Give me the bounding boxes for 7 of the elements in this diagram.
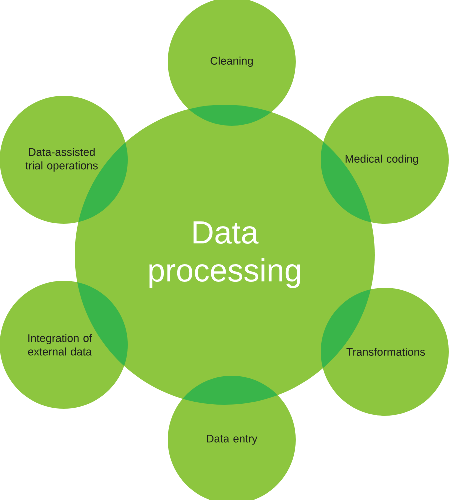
node-label: Data processing — [150, 222, 300, 288]
node-label: Cleaning — [210, 56, 253, 68]
node-label: Data entry — [207, 435, 258, 445]
circle-node: Integration of external data — [0, 281, 128, 409]
circle-node: Medical coding — [321, 96, 449, 224]
circle-node: Transformations — [321, 288, 449, 416]
circle-node: Data-assisted trial operations — [0, 96, 128, 224]
